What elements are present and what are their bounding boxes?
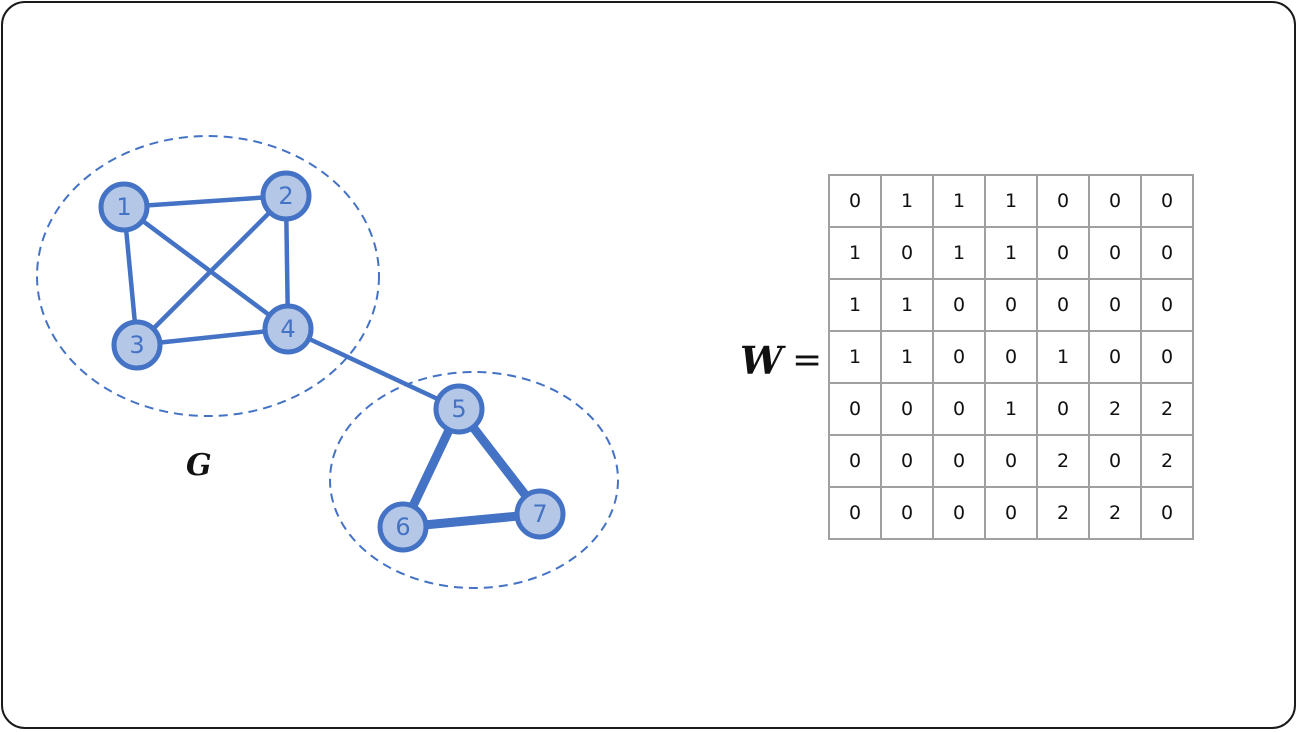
matrix-cell: 0 bbox=[828, 382, 882, 436]
matrix-cell: 1 bbox=[1036, 330, 1090, 384]
matrix-cell: 2 bbox=[1140, 382, 1194, 436]
matrix-cell: 2 bbox=[1036, 486, 1090, 540]
matrix-cell: 0 bbox=[932, 382, 986, 436]
matrix-cell: 0 bbox=[828, 486, 882, 540]
matrix-cell: 0 bbox=[1140, 486, 1194, 540]
node-2: 2 bbox=[260, 170, 312, 222]
node-4: 4 bbox=[262, 303, 314, 355]
matrix-cell: 0 bbox=[1088, 434, 1142, 488]
matrix-cell: 1 bbox=[984, 226, 1038, 280]
matrix-cell: 0 bbox=[984, 330, 1038, 384]
node-circle bbox=[262, 303, 314, 355]
matrix-cell: 1 bbox=[828, 330, 882, 384]
matrix-cell: 1 bbox=[880, 174, 934, 228]
node-label: 6 bbox=[395, 513, 410, 541]
matrix-cell: 1 bbox=[880, 330, 934, 384]
edge-1-2 bbox=[121, 193, 289, 210]
matrix-cell: 0 bbox=[1036, 226, 1090, 280]
graph-name: G bbox=[186, 448, 212, 483]
matrix-cell: 1 bbox=[984, 174, 1038, 228]
matrix-cell: 0 bbox=[1088, 330, 1142, 384]
matrix-cell: 0 bbox=[984, 486, 1038, 540]
matrix-cell: 0 bbox=[1088, 226, 1142, 280]
node-label: 4 bbox=[280, 315, 295, 343]
matrix-cell: 0 bbox=[984, 278, 1038, 332]
node-label: 5 bbox=[451, 395, 466, 423]
node-label: 7 bbox=[532, 500, 547, 528]
matrix-cell: 0 bbox=[880, 486, 934, 540]
matrix-cell: 0 bbox=[880, 226, 934, 280]
edge-2-3 bbox=[134, 193, 289, 348]
node-label: 3 bbox=[129, 331, 144, 359]
matrix-cell: 2 bbox=[1088, 382, 1142, 436]
matrix-cell: 1 bbox=[932, 226, 986, 280]
matrix-cell: 0 bbox=[1036, 174, 1090, 228]
node-circle bbox=[514, 488, 566, 540]
cluster-2 bbox=[329, 371, 619, 589]
matrix-symbol: W bbox=[740, 338, 783, 383]
matrix-cell: 0 bbox=[932, 278, 986, 332]
equals-sign: = bbox=[792, 340, 823, 381]
matrix-cell: 0 bbox=[1140, 278, 1194, 332]
node-6: 6 bbox=[377, 501, 429, 553]
node-circle bbox=[433, 383, 485, 435]
matrix-cell: 1 bbox=[828, 226, 882, 280]
matrix-cell: 0 bbox=[984, 434, 1038, 488]
matrix-cell: 0 bbox=[1036, 382, 1090, 436]
matrix-cell: 0 bbox=[828, 434, 882, 488]
cluster-1 bbox=[36, 135, 380, 417]
matrix-cell: 0 bbox=[932, 330, 986, 384]
node-7: 7 bbox=[514, 488, 566, 540]
edge-1-4 bbox=[121, 204, 291, 332]
matrix-cell: 0 bbox=[1140, 174, 1194, 228]
matrix-cell: 0 bbox=[1036, 278, 1090, 332]
matrix-cell: 1 bbox=[984, 382, 1038, 436]
matrix-cell: 0 bbox=[1088, 174, 1142, 228]
matrix-cell: 0 bbox=[932, 434, 986, 488]
matrix-cell: 0 bbox=[828, 174, 882, 228]
node-circle bbox=[98, 181, 150, 233]
node-label: 2 bbox=[278, 182, 293, 210]
matrix-cell: 2 bbox=[1088, 486, 1142, 540]
matrix-cell: 0 bbox=[932, 486, 986, 540]
node-label: 1 bbox=[116, 193, 131, 221]
matrix-cell: 0 bbox=[880, 434, 934, 488]
matrix-cell: 0 bbox=[880, 382, 934, 436]
node-circle bbox=[377, 501, 429, 553]
node-5: 5 bbox=[433, 383, 485, 435]
node-3: 3 bbox=[111, 319, 163, 371]
node-1: 1 bbox=[98, 181, 150, 233]
node-circle bbox=[111, 319, 163, 371]
matrix-cell: 2 bbox=[1140, 434, 1194, 488]
matrix-cell: 1 bbox=[932, 174, 986, 228]
edge-4-5 bbox=[285, 326, 462, 412]
matrix-cell: 0 bbox=[1088, 278, 1142, 332]
matrix-cell: 2 bbox=[1036, 434, 1090, 488]
node-circle bbox=[260, 170, 312, 222]
matrix-cell: 1 bbox=[828, 278, 882, 332]
matrix-cell: 0 bbox=[1140, 226, 1194, 280]
matrix-cell: 1 bbox=[880, 278, 934, 332]
matrix-cell: 0 bbox=[1140, 330, 1194, 384]
